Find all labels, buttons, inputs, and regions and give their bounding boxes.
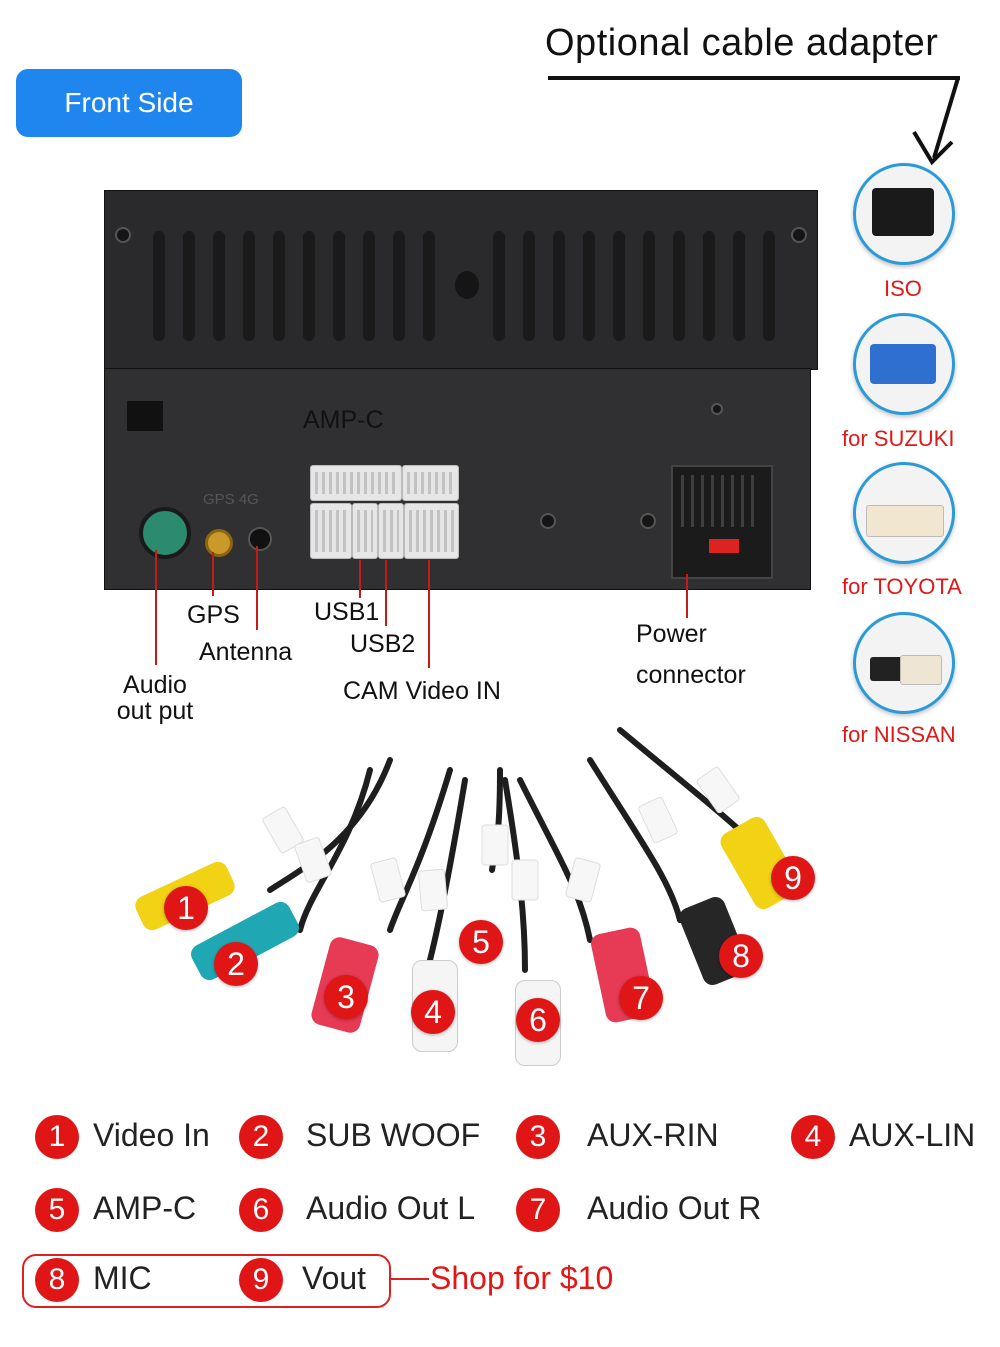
vent-slot — [613, 231, 625, 341]
usb1-label: USB1 — [314, 598, 380, 626]
legend-label: Vout — [302, 1260, 367, 1296]
vent-slot — [213, 231, 225, 341]
adapter-name-toyota: for TOYOTA — [842, 574, 962, 599]
vent-slot — [553, 231, 565, 341]
head-unit-rear-panel: GPS 4G — [104, 368, 811, 590]
vent-slot — [303, 231, 315, 341]
gps-label: GPS — [187, 601, 240, 629]
legend-number: 6 — [239, 1188, 283, 1232]
vent-slot — [673, 231, 685, 341]
legend-label: SUB WOOF — [306, 1117, 481, 1153]
legend-label: AUX-RIN — [587, 1117, 719, 1153]
usb1-plug — [352, 503, 378, 559]
cam-plug — [404, 503, 459, 559]
legend-label: MIC — [93, 1260, 152, 1296]
shop-connector-line — [389, 1278, 429, 1280]
power-connector — [671, 465, 773, 579]
cable-number-badge: 1 — [164, 886, 208, 930]
vent-slot — [643, 231, 655, 341]
title-underline — [548, 76, 960, 80]
vent-slot — [153, 231, 165, 341]
rca-cable-bundle — [262, 727, 753, 973]
audio-out-label: Audio out put — [116, 671, 194, 725]
adapter-name-iso: ISO — [884, 276, 922, 301]
audio-out-leader — [155, 550, 157, 665]
legend-label: Audio Out R — [587, 1190, 762, 1226]
legend-number: 8 — [35, 1258, 79, 1302]
optional-adapter-title: Optional cable adapter — [545, 22, 939, 64]
vent-slot — [273, 231, 285, 341]
vent-slot — [183, 231, 195, 341]
head-unit-top — [104, 190, 818, 370]
nissan-adapter-image — [853, 612, 955, 714]
vent-slot — [763, 231, 775, 341]
connector-label: connector — [636, 661, 746, 689]
legend-number: 9 — [239, 1258, 283, 1302]
amp-c-label: AMP-C — [303, 406, 384, 434]
usb2-label: USB2 — [350, 630, 416, 658]
legend-number: 1 — [35, 1115, 79, 1159]
front-side-badge: Front Side — [16, 69, 242, 137]
cam-leader — [428, 560, 430, 668]
silkscreen-label: GPS 4G — [203, 491, 259, 508]
cable-number-badge: 3 — [324, 975, 368, 1019]
down-arrow-icon — [912, 77, 960, 166]
legend-label: AMP-C — [93, 1190, 197, 1226]
screw-icon — [115, 227, 131, 243]
optional-items-box — [22, 1254, 391, 1308]
cable-number-badge: 6 — [516, 998, 560, 1042]
legend-label: Audio Out L — [306, 1190, 475, 1226]
antenna-leader — [256, 546, 258, 630]
usb2-plug — [378, 503, 404, 559]
screw-icon — [791, 227, 807, 243]
audio-out-jack — [139, 507, 191, 559]
latch — [127, 401, 163, 431]
cable-number-badge: 9 — [771, 856, 815, 900]
legend-number: 4 — [791, 1115, 835, 1159]
usb1-plug — [310, 503, 352, 559]
legend-label: Video In — [93, 1117, 210, 1153]
vent-slot — [733, 231, 745, 341]
amp-c-plug — [310, 465, 402, 501]
legend-number: 7 — [516, 1188, 560, 1232]
vent-slot — [423, 231, 435, 341]
adapter-name-nissan: for NISSAN — [842, 722, 956, 747]
suzuki-adapter-image — [853, 313, 955, 415]
adapter-name-suzuki: for SUZUKI — [842, 426, 955, 451]
legend-number: 5 — [35, 1188, 79, 1232]
cam-label: CAM Video IN — [343, 677, 501, 705]
antenna-label: Antenna — [199, 638, 293, 666]
cable-number-badge: 7 — [619, 976, 663, 1020]
legend-number: 3 — [516, 1115, 560, 1159]
usb1-leader — [359, 560, 361, 598]
power-label: Power — [636, 620, 707, 648]
legend-number: 2 — [239, 1115, 283, 1159]
iso-adapter-image — [853, 163, 955, 265]
vent-slot — [583, 231, 595, 341]
cable-number-badge: 8 — [719, 934, 763, 978]
power-leader — [686, 574, 688, 618]
legend-label: AUX-LIN — [849, 1117, 976, 1153]
usb2-leader — [385, 560, 387, 626]
cable-number-badge: 5 — [459, 920, 503, 964]
mount-hole — [455, 271, 479, 299]
shop-link[interactable]: Shop for $10 — [430, 1260, 614, 1296]
gps-connector — [205, 529, 233, 557]
screw-icon — [640, 513, 656, 529]
vent-slot — [333, 231, 345, 341]
cable-number-badge: 4 — [411, 990, 455, 1034]
cable-number-badge: 2 — [214, 942, 258, 986]
antenna-connector — [248, 527, 272, 551]
amp-c-plug — [402, 465, 459, 501]
vent-slot — [703, 231, 715, 341]
vent-slot — [393, 231, 405, 341]
vent-slot — [493, 231, 505, 341]
screw-icon — [711, 403, 723, 415]
gps-leader — [212, 552, 214, 596]
vent-slot — [243, 231, 255, 341]
vent-slot — [523, 231, 535, 341]
toyota-adapter-image — [853, 462, 955, 564]
screw-icon — [540, 513, 556, 529]
vent-slot — [363, 231, 375, 341]
